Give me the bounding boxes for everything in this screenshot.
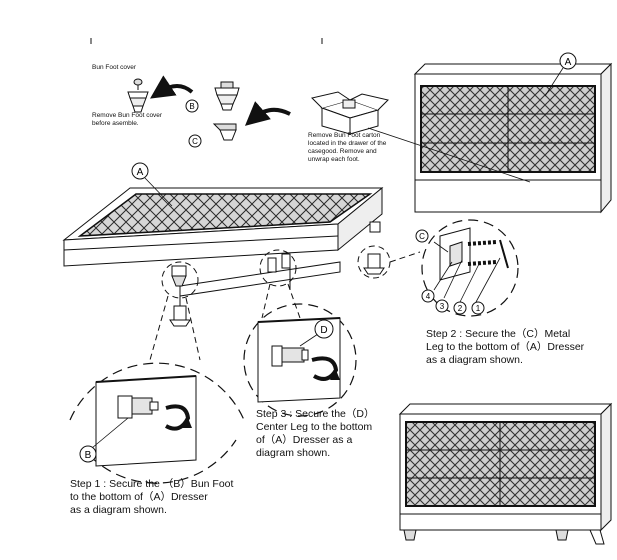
curved-arrow bbox=[150, 75, 194, 99]
num-4: 4 bbox=[426, 292, 431, 301]
step3-text: Step 3 : Secure the（D） Center Leg to the… bbox=[256, 408, 375, 459]
metal-leg-c bbox=[212, 123, 237, 141]
curved-arrow bbox=[244, 101, 291, 126]
label-b2-circle bbox=[79, 445, 97, 463]
label-b2: B bbox=[85, 450, 92, 461]
leader-line bbox=[544, 67, 564, 97]
leader-line bbox=[367, 127, 531, 183]
label-d-circle bbox=[314, 319, 334, 339]
label-c2-circle bbox=[415, 229, 429, 243]
callout-circle bbox=[161, 261, 199, 299]
dresser-bottom-right bbox=[398, 402, 613, 545]
label-a2-circle bbox=[131, 162, 149, 180]
connector-line bbox=[185, 297, 201, 361]
step1-detail bbox=[69, 362, 245, 484]
dresser-feet bbox=[169, 221, 385, 327]
num-2: 2 bbox=[458, 304, 463, 313]
remove-cover-note: Remove Bun Foot cover before asemble. bbox=[92, 112, 163, 127]
label-a2: A bbox=[137, 167, 144, 178]
num-2-circle bbox=[453, 301, 467, 315]
step2-text: Step 2 : Secure the（C）Metal Leg to the b… bbox=[426, 328, 585, 366]
bun-foot-with-cover bbox=[127, 78, 149, 113]
step2-detail bbox=[421, 219, 519, 317]
num-1: 1 bbox=[476, 304, 481, 313]
connector-line bbox=[149, 295, 169, 361]
label-b-circle bbox=[185, 99, 199, 113]
connector-line bbox=[287, 283, 301, 319]
dresser-top-right bbox=[413, 62, 613, 214]
step3-detail bbox=[243, 303, 357, 417]
label-a-circle bbox=[559, 52, 577, 70]
connector-line bbox=[261, 283, 271, 319]
label-c2: C bbox=[419, 232, 425, 241]
bun-foot-b bbox=[214, 81, 240, 111]
label-d: D bbox=[320, 325, 327, 336]
label-c: C bbox=[192, 137, 198, 146]
remove-carton-note: Remove Bun Foot carton located in the dr… bbox=[308, 132, 387, 163]
step1-text: Step 1 : Secure the （B）Bun Foot to the b… bbox=[70, 478, 234, 516]
num-3: 3 bbox=[440, 302, 445, 311]
dresser-upside-down bbox=[62, 186, 384, 310]
connector-line bbox=[389, 251, 421, 263]
label-b: B bbox=[189, 102, 194, 111]
num-4-circle bbox=[421, 289, 435, 303]
callout-circle bbox=[259, 249, 297, 287]
num-1-circle bbox=[471, 301, 485, 315]
label-a: A bbox=[565, 57, 572, 68]
carton-box bbox=[311, 91, 389, 135]
leader-line bbox=[144, 177, 173, 207]
bun-foot-cover-label: Bun Foot cover bbox=[92, 64, 137, 71]
label-c-circle bbox=[188, 134, 202, 148]
num-3-circle bbox=[435, 299, 449, 313]
